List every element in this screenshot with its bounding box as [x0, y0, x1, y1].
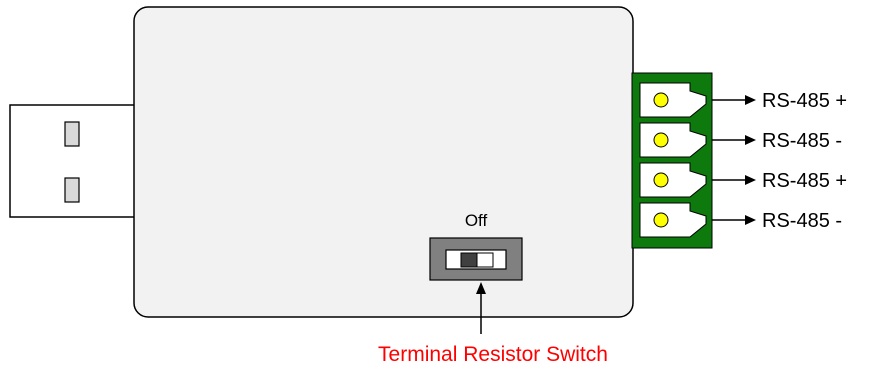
- switch-knob[interactable]: [460, 252, 478, 268]
- terminal-cell: [639, 82, 707, 118]
- caption-arrow: [476, 282, 486, 334]
- terminal-screw: [653, 172, 669, 188]
- usb-plug: [9, 104, 137, 218]
- switch-state-label: Off: [465, 211, 488, 230]
- adapter-board: [133, 6, 634, 318]
- terminal-screw: [653, 132, 669, 148]
- terminal-label: RS-485 +: [762, 170, 847, 192]
- switch-caption: Terminal Resistor Switch: [378, 343, 608, 366]
- terminal-cell: [639, 162, 707, 198]
- terminal-screw: [653, 212, 669, 228]
- terminal-arrow-head: [745, 135, 756, 145]
- usb-contact-top: [64, 121, 80, 147]
- terminal-arrow-head: [745, 175, 756, 185]
- terminal-label: RS-485 +: [762, 90, 847, 112]
- terminal-block: [631, 72, 713, 249]
- terminal-screw: [653, 92, 669, 108]
- usb-contact-bottom: [64, 177, 80, 203]
- terminal-cell: [639, 202, 707, 238]
- terminal-cell: [639, 122, 707, 158]
- terminal-resistor-switch[interactable]: [429, 237, 523, 281]
- terminal-arrow-head: [745, 215, 756, 225]
- terminal-arrow-head: [745, 95, 756, 105]
- terminal-label: RS-485 -: [762, 210, 842, 232]
- terminal-label: RS-485 -: [762, 130, 842, 152]
